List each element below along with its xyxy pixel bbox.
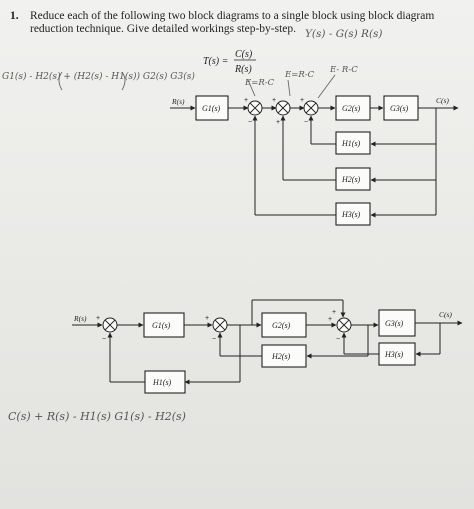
d1-block-h2: H2(s) <box>335 167 371 191</box>
d2-output-label: C(s) <box>439 310 452 319</box>
tf-numerator: C(s) <box>235 49 253 60</box>
svg-text:G1(s): G1(s) <box>202 104 221 113</box>
d2-s1-plus: + <box>96 315 100 322</box>
d2-summing-junction-2 <box>212 317 228 333</box>
d1-block-g3: G3(s) <box>383 95 419 121</box>
svg-text:G1(s): G1(s) <box>152 321 171 330</box>
question-number: 1. <box>10 10 19 22</box>
d1-block-h3: H3(s) <box>335 202 371 226</box>
handwritten-error-2: E=R-C <box>285 70 315 80</box>
svg-text:H2(s): H2(s) <box>271 352 291 361</box>
handwritten-left-expression: G1(s) - H2(s) + (H2(s) - H1(s)) G2(s) G3… <box>2 72 195 82</box>
d2-block-h2: H2(s) <box>261 344 307 368</box>
d1-s3-minus: − <box>304 119 308 126</box>
d1-s1-minus: − <box>248 119 252 126</box>
d1-summing-junction-1 <box>247 100 263 116</box>
d1-output-label: C(s) <box>436 96 449 105</box>
svg-text:H1(s): H1(s) <box>152 378 172 387</box>
svg-text:H2(s): H2(s) <box>341 175 361 184</box>
d2-block-g2: G2(s) <box>261 312 307 338</box>
svg-text:G2(s): G2(s) <box>272 321 291 330</box>
handwritten-output-eq: Y(s) - G(s) R(s) <box>305 28 383 40</box>
d1-summing-junction-2 <box>275 100 291 116</box>
handwritten-error-3: E- R-C <box>330 65 358 75</box>
d1-s2-plus-in: + <box>272 97 276 104</box>
d2-block-g3: G3(s) <box>378 309 416 337</box>
d2-input-label: R(s) <box>73 314 87 323</box>
question-text: Reduce each of the following two block d… <box>30 10 435 35</box>
d1-s2-plus-fb: + <box>276 119 280 126</box>
d2-s2-plus: + <box>205 315 209 322</box>
d1-s3-plus: + <box>300 97 304 104</box>
d1-summing-junction-3 <box>303 100 319 116</box>
d2-block-g1: G1(s) <box>143 312 185 338</box>
svg-text:H1(s): H1(s) <box>341 139 361 148</box>
d2-block-h3: H3(s) <box>378 342 416 366</box>
svg-text:H3(s): H3(s) <box>384 350 404 359</box>
d2-s2-minus: − <box>212 336 216 343</box>
svg-text:H3(s): H3(s) <box>341 210 361 219</box>
handwritten-error-1: E=R-C <box>245 78 275 88</box>
d1-s1-plus: + <box>244 97 248 104</box>
d2-summing-junction-3 <box>336 317 352 333</box>
diagram-1: R(s) G1(s) + − + + <box>170 95 459 226</box>
transfer-function: T(s) = C(s) R(s) <box>203 49 256 75</box>
svg-text:G2(s): G2(s) <box>342 104 361 113</box>
d2-s3-plus-top: + <box>332 309 336 316</box>
svg-text:G3(s): G3(s) <box>385 319 404 328</box>
tf-lhs: T(s) = <box>203 56 228 67</box>
d2-s3-minus: − <box>336 336 340 343</box>
svg-text:G3(s): G3(s) <box>390 104 409 113</box>
pen-marks <box>58 71 336 99</box>
d1-block-g2: G2(s) <box>335 95 371 121</box>
d1-block-g1: G1(s) <box>195 95 229 121</box>
d1-block-h1: H1(s) <box>335 131 371 155</box>
d2-s1-minus: − <box>102 336 106 343</box>
tf-denominator: R(s) <box>234 64 252 75</box>
d1-input-label: R(s) <box>171 97 185 106</box>
d2-block-h1: H1(s) <box>144 370 186 394</box>
handwritten-bottom-expression: C(s) + R(s) - H1(s) G1(s) - H2(s) <box>8 410 186 423</box>
d2-summing-junction-1 <box>102 317 118 333</box>
diagram-2: R(s) + − G1(s) + − G2(s) <box>72 299 463 394</box>
d2-s3-plus-in: + <box>328 316 332 323</box>
